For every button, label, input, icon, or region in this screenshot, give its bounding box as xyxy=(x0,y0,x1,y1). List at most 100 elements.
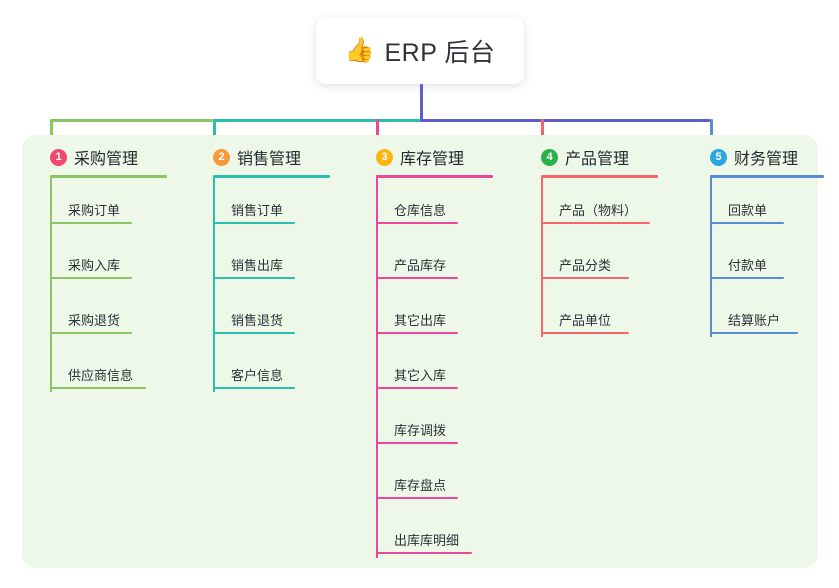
branch-title: 财务管理 xyxy=(734,151,799,168)
branch-item-label: 其它入库 xyxy=(394,368,447,383)
branch-item[interactable]: 出库库明细 xyxy=(360,508,510,563)
branch-column-1: 1 采购管理采购订单采购入库采购退货供应商信息 xyxy=(34,144,184,398)
branch-number-badge: 5 xyxy=(710,148,727,166)
root-stem xyxy=(420,84,423,122)
branch-item-rule xyxy=(376,277,458,279)
branch-column-4: 4 产品管理产品（物料） 产品分类产品单位 xyxy=(525,144,685,343)
branch-item-rule xyxy=(710,222,784,224)
branch-item[interactable]: 客户信息 xyxy=(197,343,347,398)
branches-panel xyxy=(22,135,818,568)
branch-item-rule xyxy=(50,387,146,389)
branch-item[interactable]: 产品单位 xyxy=(525,288,685,343)
branch-item[interactable]: 付款单 xyxy=(694,233,824,288)
branch-title: 采购管理 xyxy=(74,151,139,168)
branch-item[interactable]: 产品（物料） xyxy=(525,178,685,233)
branch-item-rule xyxy=(213,222,295,224)
branch-item-label: 出库库明细 xyxy=(394,533,460,548)
branch-item-label: 供应商信息 xyxy=(68,368,134,383)
branch-item-list: 采购订单采购入库采购退货供应商信息 xyxy=(34,178,184,398)
branch-title: 库存管理 xyxy=(400,151,465,168)
branch-title: 产品管理 xyxy=(565,151,630,168)
branch-item-rule xyxy=(376,222,458,224)
branch-item-label: 其它出库 xyxy=(394,313,447,328)
branch-spine xyxy=(376,178,378,558)
branch-item-rule xyxy=(376,442,458,444)
branch-item-label: 回款单 xyxy=(728,203,768,218)
branch-item-rule xyxy=(50,277,132,279)
branch-item-rule xyxy=(376,387,458,389)
branch-item-label: 采购入库 xyxy=(68,258,121,273)
branch-spine xyxy=(541,178,543,337)
thumbs-up-emoji: 👍 xyxy=(344,37,375,64)
branch-item-label: 仓库信息 xyxy=(394,203,447,218)
branch-item-rule xyxy=(376,552,472,554)
branch-item-label: 销售退货 xyxy=(231,313,284,328)
branch-item[interactable]: 供应商信息 xyxy=(34,343,184,398)
branch-item-label: 采购订单 xyxy=(68,203,121,218)
branch-item-label: 销售出库 xyxy=(231,258,284,273)
branch-item-label: 结算账户 xyxy=(728,313,781,328)
branch-spine xyxy=(213,178,215,392)
branch-item-rule xyxy=(213,332,295,334)
bus-segment-2 xyxy=(213,119,420,122)
branch-header-rule xyxy=(710,175,824,178)
branch-header-4[interactable]: 4 产品管理 xyxy=(525,144,685,170)
branch-item-rule xyxy=(376,497,458,499)
branch-header-rule xyxy=(376,175,493,178)
branch-drop-2 xyxy=(213,119,216,142)
branch-number-badge: 4 xyxy=(541,148,558,166)
branch-item-rule xyxy=(50,332,132,334)
branch-item[interactable]: 产品库存 xyxy=(360,233,510,288)
branch-column-5: 5 财务管理回款单付款单结算账户 xyxy=(694,144,824,343)
branch-spine xyxy=(50,178,52,392)
branch-item[interactable]: 回款单 xyxy=(694,178,824,233)
branch-item[interactable]: 销售订单 xyxy=(197,178,347,233)
branch-item[interactable]: 采购入库 xyxy=(34,233,184,288)
branch-item[interactable]: 库存调拨 xyxy=(360,398,510,453)
branch-item-rule xyxy=(213,387,295,389)
branch-item-label: 销售订单 xyxy=(231,203,284,218)
branch-item[interactable]: 库存盘点 xyxy=(360,453,510,508)
bus-segment-1 xyxy=(50,119,213,122)
branch-item-label: 客户信息 xyxy=(231,368,284,383)
branch-item-rule xyxy=(541,222,650,224)
branch-item[interactable]: 产品分类 xyxy=(525,233,685,288)
branch-item-rule xyxy=(541,277,629,279)
branch-item[interactable]: 结算账户 xyxy=(694,288,824,343)
bus-segment-right xyxy=(420,119,710,122)
branch-header-rule xyxy=(541,175,658,178)
branch-item-list: 回款单付款单结算账户 xyxy=(694,178,824,343)
branch-header-1[interactable]: 1 采购管理 xyxy=(34,144,184,170)
branch-spine xyxy=(710,178,712,337)
branch-item-label: 库存调拨 xyxy=(394,423,447,438)
branch-item[interactable]: 采购订单 xyxy=(34,178,184,233)
root-node-title: ERP 后台 xyxy=(384,39,496,67)
branch-item-label: 库存盘点 xyxy=(394,478,447,493)
branch-item[interactable]: 仓库信息 xyxy=(360,178,510,233)
branch-item[interactable]: 其它出库 xyxy=(360,288,510,343)
branch-item-list: 产品（物料） 产品分类产品单位 xyxy=(525,178,685,343)
branch-item-rule xyxy=(50,222,132,224)
root-node-card[interactable]: 👍 ERP 后台 xyxy=(316,18,524,84)
branch-item[interactable]: 其它入库 xyxy=(360,343,510,398)
branch-item-list: 仓库信息产品库存其它出库其它入库库存调拨库存盘点出库库明细 xyxy=(360,178,510,563)
branch-drop-4 xyxy=(541,119,544,142)
branch-item[interactable]: 采购退货 xyxy=(34,288,184,343)
branch-item-rule xyxy=(541,332,629,334)
branch-number-badge: 1 xyxy=(50,148,67,166)
branch-number-badge: 2 xyxy=(213,148,230,166)
branch-item[interactable]: 销售出库 xyxy=(197,233,347,288)
branch-header-5[interactable]: 5 财务管理 xyxy=(694,144,824,170)
branch-drop-3 xyxy=(376,119,379,142)
branch-item-label: 付款单 xyxy=(728,258,768,273)
branch-item-label: 产品（物料） xyxy=(559,203,638,218)
branch-item-label: 产品单位 xyxy=(559,313,612,328)
branch-drop-1 xyxy=(50,119,53,142)
branch-header-rule xyxy=(50,175,167,178)
branch-item[interactable]: 销售退货 xyxy=(197,288,347,343)
